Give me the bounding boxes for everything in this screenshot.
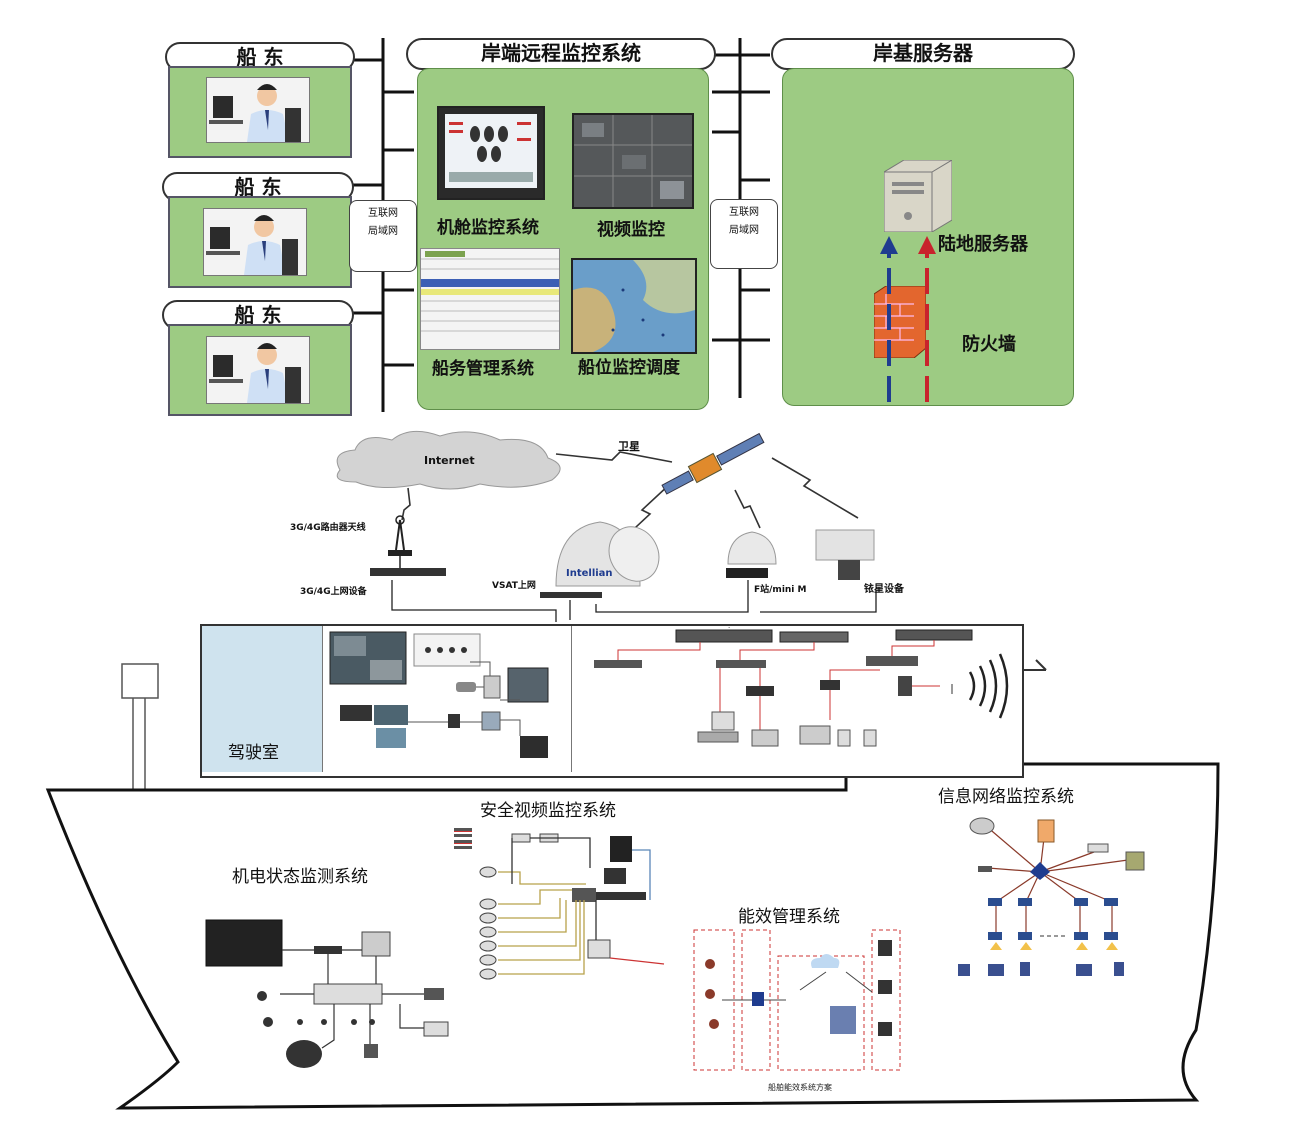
engine-monitor-screen xyxy=(437,106,545,200)
f-station-label: F站/mini M xyxy=(754,585,807,595)
safety-video-title: 安全视频监控系统 xyxy=(480,801,616,821)
network-label-right: 互联网 局域网 xyxy=(710,199,778,269)
owner-avatar-3 xyxy=(206,336,310,404)
owner-avatar-1 xyxy=(206,77,310,143)
bridge-device-label-1: . xyxy=(728,622,731,630)
land-server-label: 陆地服务器 xyxy=(938,234,1028,255)
internet-label: Internet xyxy=(424,454,475,467)
vsat-brand-logo: Intellian xyxy=(566,568,613,579)
bridge-blue-area xyxy=(202,626,322,772)
network-label-line1: 互联网 xyxy=(368,208,398,219)
module-video-label: 视频监控 xyxy=(597,220,665,240)
bridge-label: 驾驶室 xyxy=(228,743,279,763)
shore-server-title: 岸基服务器 xyxy=(771,38,1075,70)
energy-caption: 船舶能效系统方案 xyxy=(768,1083,832,1092)
vsat-label: VSAT上网 xyxy=(492,581,536,591)
info-net-title: 信息网络监控系统 xyxy=(938,787,1074,807)
satellite-label: 卫星 xyxy=(618,440,640,453)
module-position-label: 船位监控调度 xyxy=(578,358,680,378)
network-label-line1-right: 互联网 xyxy=(729,207,759,218)
video-monitor-screen xyxy=(572,113,694,209)
router-device-label: 3G/4G上网设备 xyxy=(300,587,367,597)
beidou-label: 铱星设备 xyxy=(864,584,904,595)
owner-avatar-2 xyxy=(203,208,307,276)
network-label-left: 互联网 局域网 xyxy=(349,200,417,272)
server-icon xyxy=(884,160,952,232)
ship-mgmt-screen xyxy=(420,248,560,350)
energy-title: 能效管理系统 xyxy=(738,907,840,927)
network-label-line2-right: 局域网 xyxy=(729,225,759,236)
router-antenna-label: 3G/4G路由器天线 xyxy=(290,523,366,533)
module-engine-label: 机舱监控系统 xyxy=(437,218,539,238)
network-label-line2: 局域网 xyxy=(368,226,398,237)
position-map-screen xyxy=(571,258,697,354)
electromech-title: 机电状态监测系统 xyxy=(232,867,368,887)
firewall-label: 防火墙 xyxy=(962,334,1016,355)
module-ship-mgmt-label: 船务管理系统 xyxy=(432,359,534,379)
